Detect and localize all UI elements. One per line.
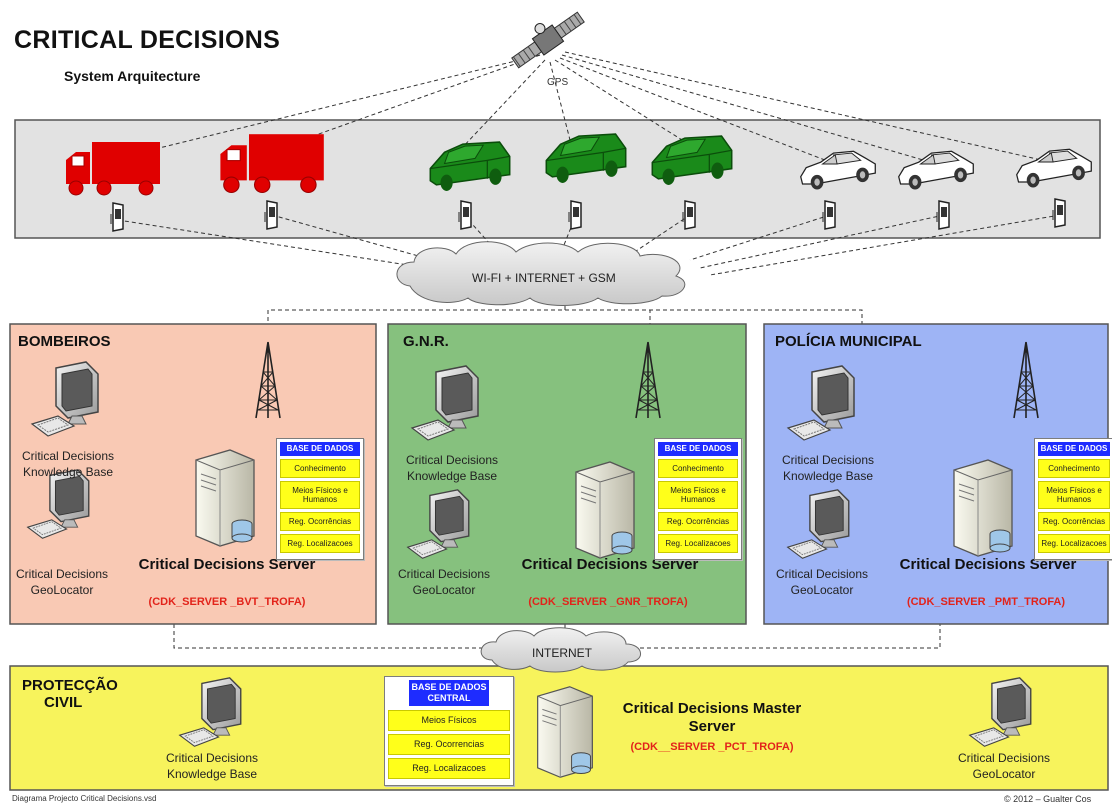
database-item: Meios Físicos	[388, 710, 510, 731]
database-item: Reg. Localizacoes	[658, 534, 738, 553]
internet-cloud-label: INTERNET	[532, 646, 592, 660]
server-icon	[195, 449, 255, 547]
geolocator-label: Critical Decisions GeoLocator	[15, 567, 109, 597]
database-item: Reg. Localizacoes	[388, 758, 510, 779]
phone-icon	[264, 200, 278, 230]
database-item: Reg. Ocorrências	[1038, 512, 1110, 531]
region-title-bombeiros: BOMBEIROS	[18, 333, 111, 350]
server-id: (CDK_SERVER _GNR_TROFA)	[528, 596, 688, 608]
database-item: Reg. Ocorrências	[280, 512, 360, 531]
database-item: Reg. Localizacoes	[280, 534, 360, 553]
region-title-proteccao-line2: CIVIL	[44, 694, 83, 711]
phone-icon	[458, 200, 472, 230]
footer-filename: Diagrama Projecto Critical Decisions.vsd	[12, 794, 157, 803]
database-item: Reg. Localizacoes	[1038, 534, 1110, 553]
geolocator-label: Critical Decisions GeoLocator	[957, 751, 1051, 781]
page-subtitle: System Arquitecture	[64, 68, 201, 84]
database-item: Reg. Ocorrências	[658, 512, 738, 531]
phone-icon	[822, 200, 836, 230]
region-title-proteccao-line1: PROTECÇÃO	[22, 677, 118, 694]
knowledge-base-label: Critical Decisions Knowledge Base	[781, 453, 875, 483]
phone-icon	[1052, 198, 1066, 228]
server-title: Critical Decisions Server	[138, 556, 316, 573]
database-item: Conhecimento	[658, 459, 738, 478]
satellite-label: GPS	[547, 77, 569, 88]
database-panel: BASE DE DADOS Conhecimento Meios Físicos…	[1034, 438, 1112, 560]
server-id: (CDK_SERVER _PMT_TROFA)	[906, 596, 1066, 608]
database-item: Meios Físicos e Humanos	[280, 481, 360, 509]
knowledge-base-label: Critical Decisions Knowledge Base	[21, 449, 115, 479]
database-panel: BASE DE DADOS Conhecimento Meios Físicos…	[654, 438, 742, 560]
region-title-gnr: G.N.R.	[403, 333, 449, 350]
wireless-cloud-icon	[396, 241, 686, 306]
master-server-title: Critical Decisions Master Server	[622, 700, 802, 735]
server-icon	[537, 686, 593, 778]
database-title: BASE DE DADOS	[280, 442, 360, 456]
phone-icon	[682, 200, 696, 230]
server-title: Critical Decisions Server	[899, 556, 1077, 573]
database-title: BASE DE DADOS	[658, 442, 738, 456]
database-item: Reg. Ocorrencias	[388, 734, 510, 755]
knowledge-base-label: Critical Decisions Knowledge Base	[405, 453, 499, 483]
database-item: Conhecimento	[1038, 459, 1110, 478]
database-item: Meios Físicos e Humanos	[1038, 481, 1110, 509]
page-title: CRITICAL DECISIONS	[14, 26, 281, 54]
database-item: Conhecimento	[280, 459, 360, 478]
knowledge-base-label: Critical Decisions Knowledge Base	[165, 751, 259, 781]
server-id: (CDK_SERVER _BVT_TROFA)	[148, 596, 306, 608]
database-title: BASE DE DADOS CENTRAL	[409, 680, 489, 706]
database-item: Meios Físicos e Humanos	[658, 481, 738, 509]
geolocator-label: Critical Decisions GeoLocator	[397, 567, 491, 597]
internet-cloud-icon	[480, 627, 641, 673]
footer-copyright: © 2012 – Gualter Cos	[1004, 794, 1092, 804]
geolocator-label: Critical Decisions GeoLocator	[775, 567, 869, 597]
satellite-icon	[511, 11, 585, 69]
server-icon	[575, 461, 635, 559]
server-title: Critical Decisions Server	[521, 556, 699, 573]
master-server-id: (CDK__SERVER _PCT_TROFA)	[630, 741, 794, 753]
wireless-cloud-label: WI-FI + INTERNET + GSM	[472, 271, 616, 285]
database-panel: BASE DE DADOS Conhecimento Meios Físicos…	[276, 438, 364, 560]
phone-icon	[568, 200, 582, 230]
region-title-policia: POLÍCIA MUNICIPAL	[775, 333, 922, 350]
phone-icon	[110, 202, 124, 232]
phone-icon	[936, 200, 950, 230]
server-icon	[953, 459, 1013, 557]
database-title: BASE DE DADOS	[1038, 442, 1110, 456]
central-database-panel: BASE DE DADOS CENTRAL Meios Físicos Reg.…	[384, 676, 514, 786]
